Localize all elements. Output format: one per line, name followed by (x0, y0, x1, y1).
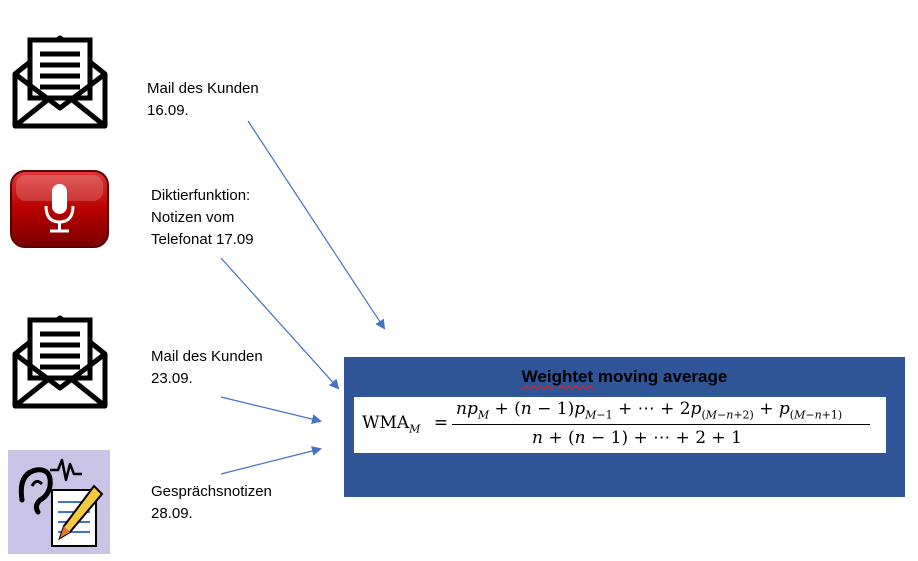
label-line: Notizen vom (151, 209, 235, 226)
envelope-open-icon (12, 35, 108, 129)
label-notes-28: Gesprächsnotizen 28.09. (151, 481, 272, 525)
wma-box: Weightet moving average WMAM = npM + (n … (344, 357, 905, 497)
ear-notepad-icon (8, 450, 110, 554)
fraction-bar (452, 424, 870, 425)
label-line: Diktierfunktion: (151, 187, 251, 204)
formula-denominator: n + (n − 1) + ⋯ + 2 + 1 (532, 428, 742, 448)
label-line: 16.09. (147, 102, 189, 119)
label-line: 23.09. (151, 370, 193, 387)
formula-panel: WMAM = npM + (n − 1)pM−1 + ⋯ + 2p(M−n+2)… (354, 397, 886, 453)
arrow-mail-16 (247, 120, 386, 330)
wma-title: Weightet moving average (344, 367, 905, 387)
label-line: Telefonat 17.09 (151, 231, 254, 248)
wma-title-misspelled: Weightet (521, 367, 594, 386)
arrow-notes-28 (220, 446, 322, 475)
label-dictation: Diktierfunktion: Notizen vom Telefonat 1… (151, 185, 254, 251)
label-mail-23: Mail des Kunden 23.09. (151, 346, 263, 390)
formula-lhs-text: WMA (362, 413, 410, 433)
microphone-button-icon (10, 170, 109, 248)
label-line: Gesprächsnotizen (151, 483, 272, 500)
label-mail-16: Mail des Kunden 16.09. (147, 78, 259, 122)
formula-numerator: npM + (n − 1)pM−1 + ⋯ + 2p(M−n+2) + p(M−… (456, 399, 843, 422)
formula-equals: = (433, 413, 449, 433)
label-line: Mail des Kunden (147, 80, 259, 97)
label-line: 28.09. (151, 505, 193, 522)
envelope-open-icon (12, 315, 108, 409)
formula-lhs: WMAM = (362, 413, 448, 435)
wma-title-rest: moving average (593, 367, 728, 386)
arrow-mail-23 (220, 396, 322, 424)
label-line: Mail des Kunden (151, 348, 263, 365)
formula-lhs-sub: M (409, 422, 421, 436)
